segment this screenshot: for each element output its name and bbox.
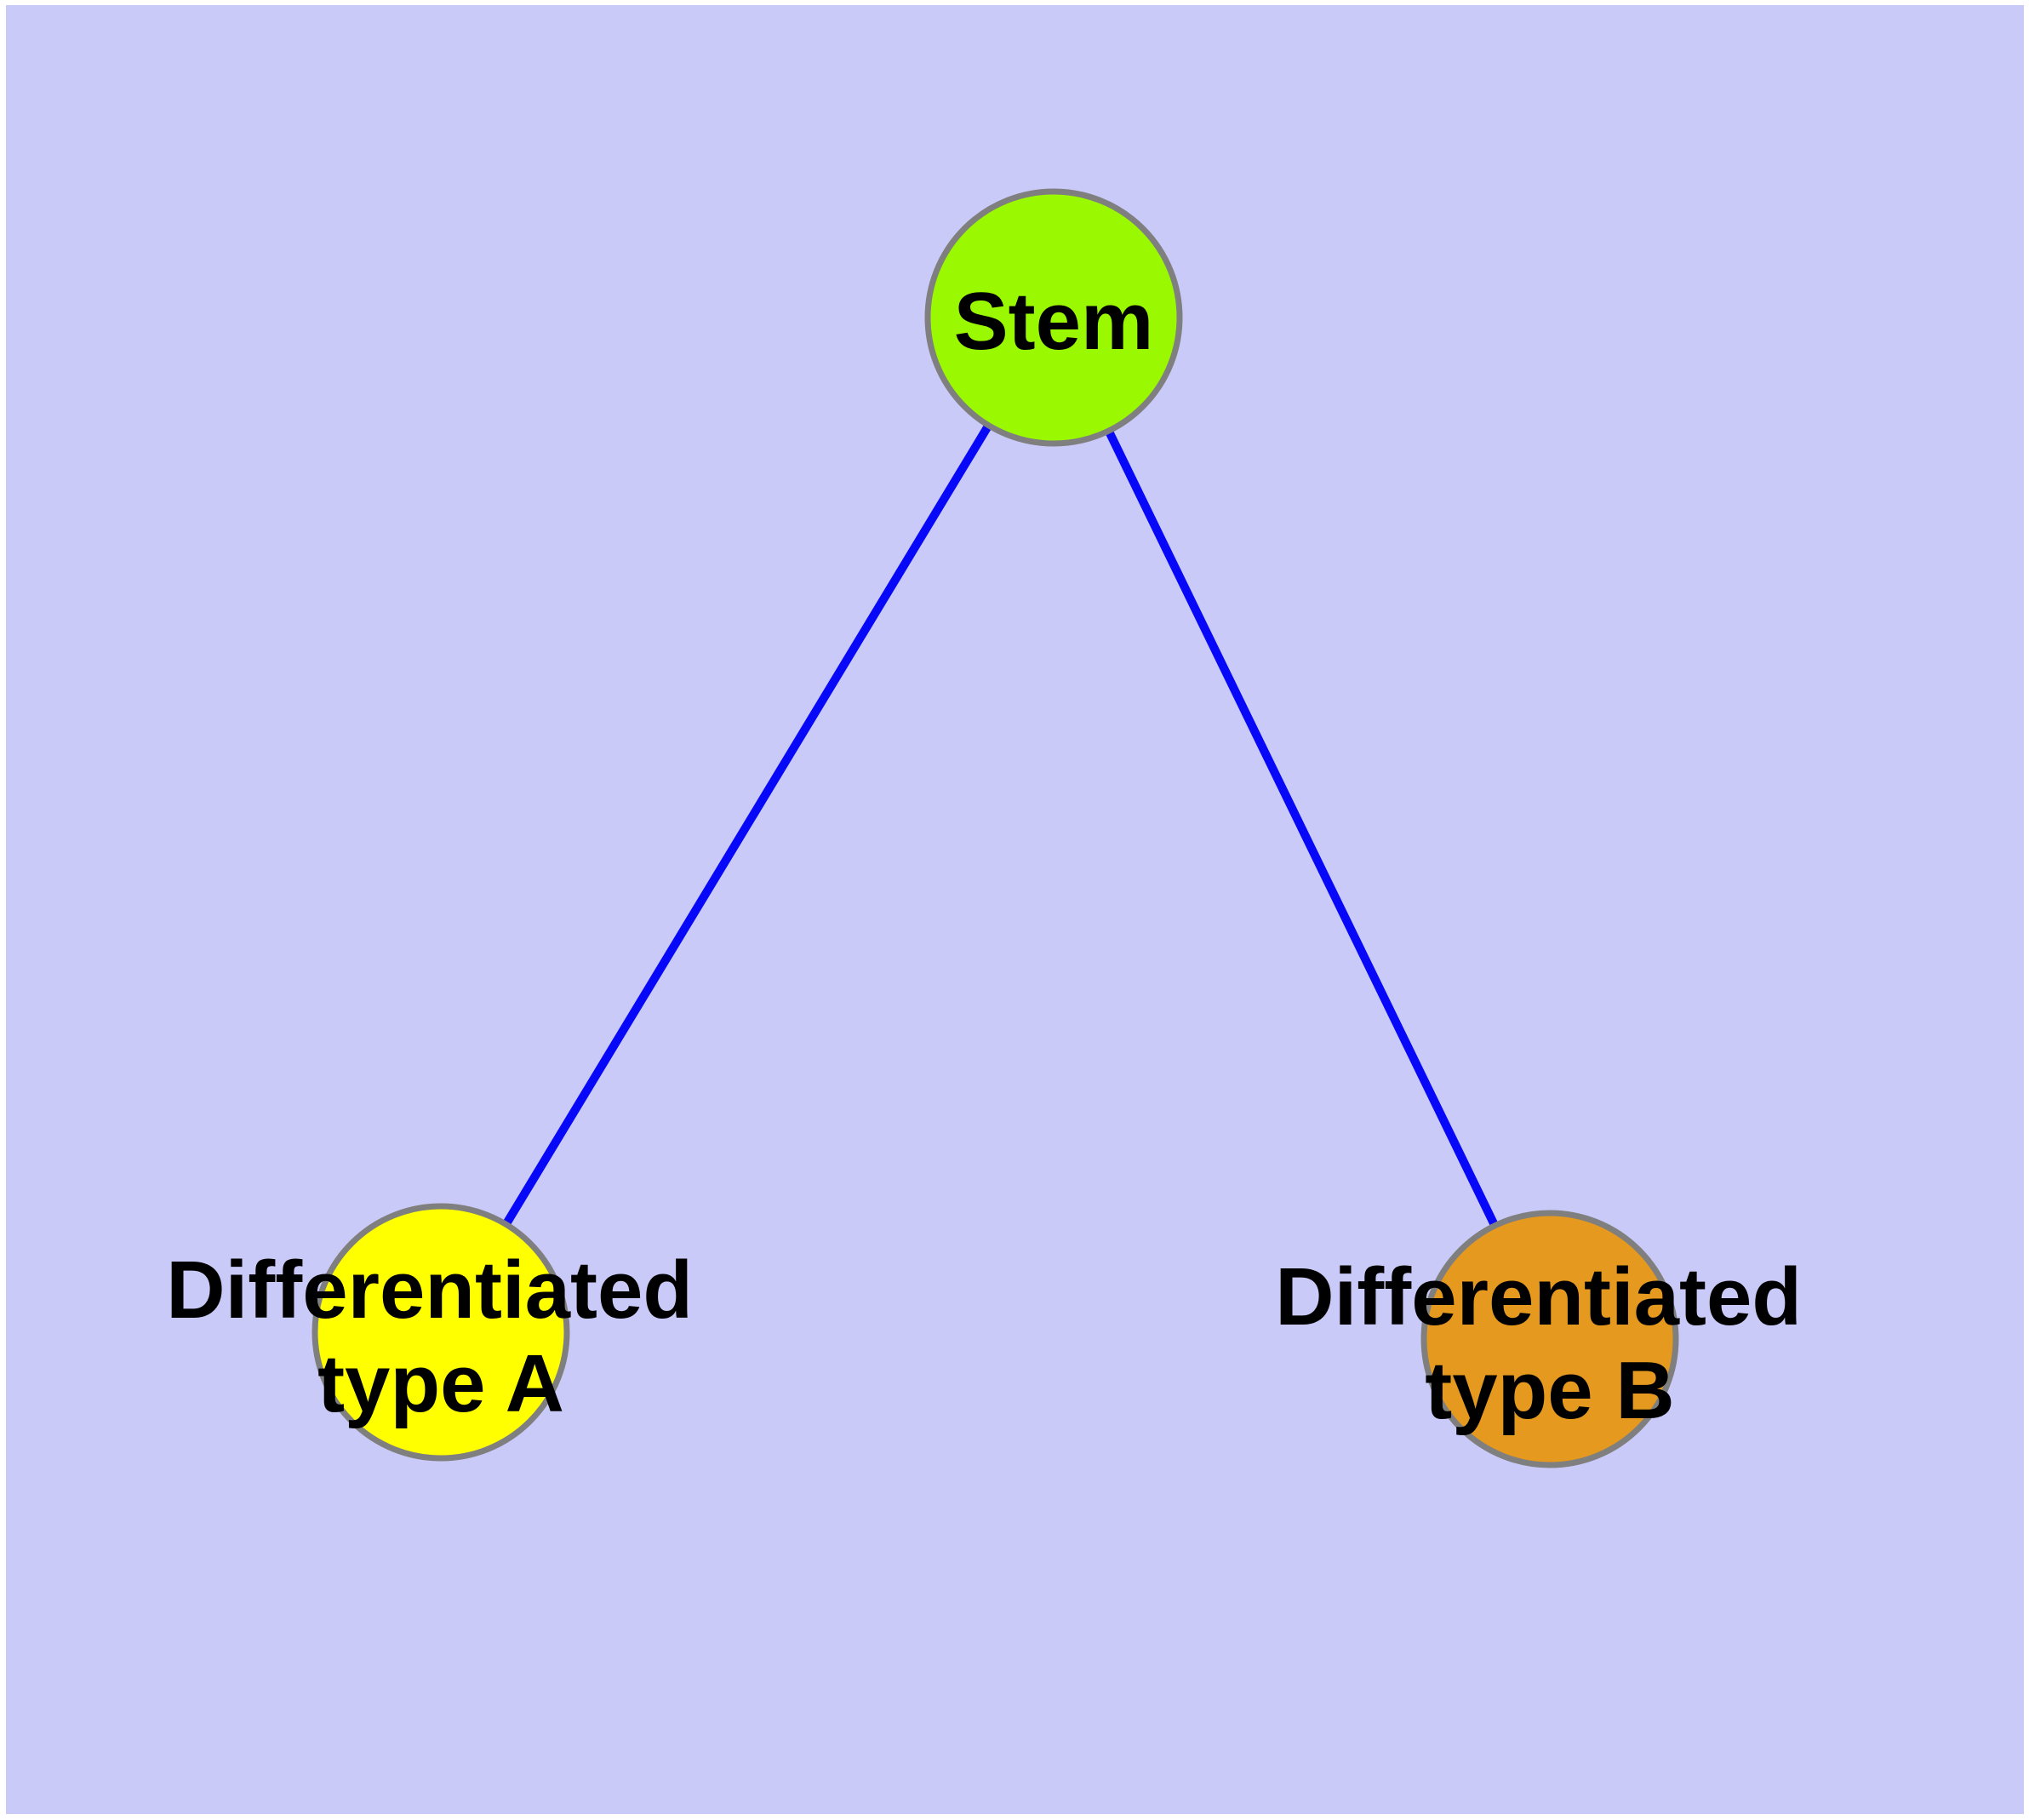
node-type-a-label-line-2: type A [317, 1338, 564, 1429]
node-type-a-circle[interactable] [311, 1203, 570, 1462]
node-differentiated-type-a[interactable]: Differentiated type A [166, 1203, 715, 1462]
node-type-b-label-line-2: type B [1425, 1345, 1674, 1436]
node-type-b-circle[interactable] [1420, 1210, 1679, 1468]
edge-stem-to-type-b [1049, 315, 1554, 1342]
node-differentiated-type-b[interactable]: Differentiated type B [1275, 1210, 1824, 1468]
node-stem[interactable]: Stem [924, 188, 1183, 447]
node-type-b-label: Differentiated type B [1275, 1251, 1824, 1436]
edge-stem-to-type-a [437, 315, 1058, 1335]
edge-layer [437, 315, 1554, 1342]
node-stem-label: Stem [954, 276, 1154, 367]
node-type-b-label-line-1: Differentiated [1275, 1251, 1802, 1342]
node-type-a-label-line-1: Differentiated [166, 1245, 693, 1336]
node-type-a-label: Differentiated type A [166, 1245, 715, 1429]
node-stem-circle[interactable] [924, 188, 1183, 447]
